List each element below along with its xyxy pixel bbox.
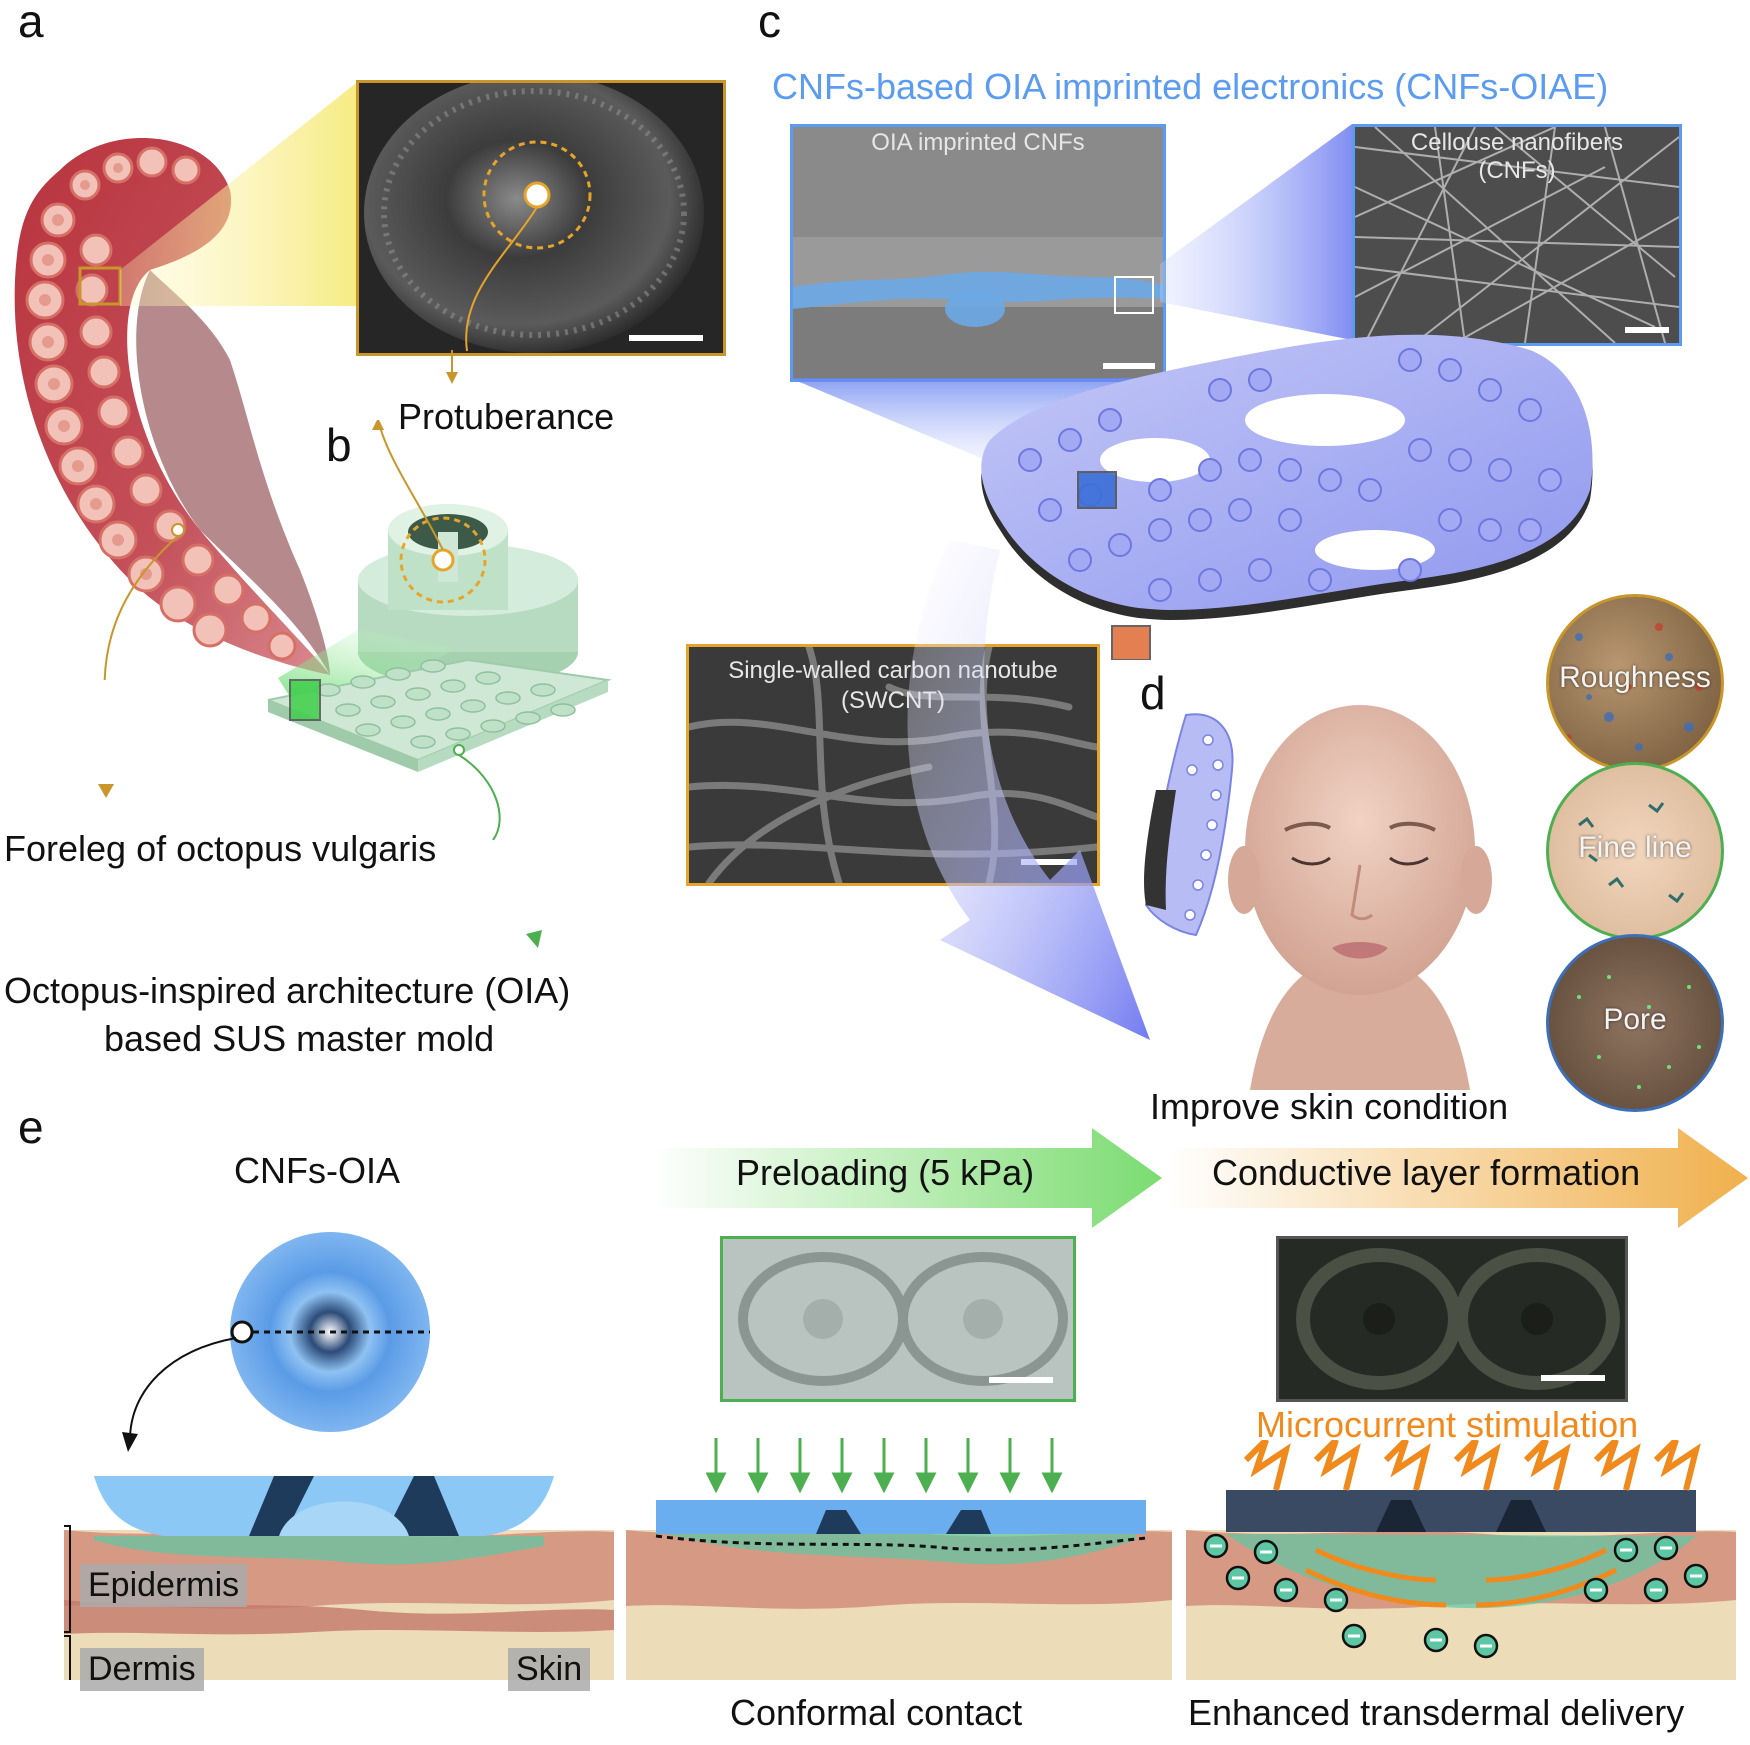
conductive-layer-label: Conductive layer formation: [1212, 1152, 1641, 1193]
improve-skin-caption: Improve skin condition: [1150, 1086, 1509, 1127]
oia-arrow: [526, 930, 542, 948]
scale-bar: [1021, 859, 1077, 865]
protuberance-label: Protuberance: [398, 396, 615, 437]
sem-inset-cnfs: Cellouse nanofibers (CNFs): [1352, 124, 1682, 346]
scale-bar: [1625, 327, 1669, 333]
cnfs-oia-title: CNFs-OIA: [234, 1150, 400, 1191]
scale-bar: [1103, 363, 1155, 369]
panel-letter-a: a: [18, 0, 44, 47]
sus-master-mold-illustration: [268, 420, 612, 840]
sem-inset-swcnt: Single-walled carbon nanotube (SWCNT): [686, 644, 1100, 886]
cnfs-oiae-sheet-illustration: [981, 334, 1593, 660]
cross-section-cnfs-oia: [64, 1476, 614, 1680]
scale-bar: [989, 1377, 1053, 1383]
foreleg-arrow: [98, 784, 114, 798]
dermis-label: Dermis: [80, 1648, 204, 1691]
conformal-contact-caption: Conformal contact: [730, 1692, 1023, 1733]
cross-section-transdermal: [1186, 1440, 1736, 1680]
cnfs-oiae-title: CNFs-based OIA imprinted electronics (CN…: [772, 66, 1609, 107]
oia-top-view: [122, 1232, 430, 1452]
face-patch-device: [1144, 713, 1234, 937]
foreleg-caption: Foreleg of octopus vulgaris: [4, 828, 437, 869]
panel-letter-b: b: [326, 419, 352, 471]
pressure-arrows: [706, 1438, 1063, 1494]
inset-title-swcnt-line1: Single-walled carbon nanotube: [728, 657, 1058, 684]
pore-inset: Pore: [1546, 934, 1724, 1112]
fine-line-inset: Fine line: [1546, 762, 1724, 940]
oia-caption-line1: Octopus-inspired architecture (OIA): [4, 970, 571, 1011]
pore-label: Pore: [1603, 1003, 1667, 1036]
skin-label: Skin: [508, 1648, 591, 1691]
face-illustration: [1228, 705, 1492, 1090]
inset-title-cnfs-line2: (CNFs): [1478, 157, 1556, 184]
panel-letter-c: c: [758, 0, 781, 47]
sem-inset-sucker: [356, 80, 726, 356]
sem-inset-oia-imprinted-cnfs: OIA imprinted CNFs: [790, 124, 1166, 382]
curved-arrow-to-face: [907, 540, 1150, 1040]
roughness-label: Roughness: [1559, 661, 1711, 694]
sem-inset-conductive: [1276, 1236, 1628, 1402]
panel-letter-e: e: [18, 1101, 44, 1153]
enhanced-delivery-caption: Enhanced transdermal delivery: [1188, 1692, 1685, 1733]
cross-section-conformal: [626, 1500, 1172, 1680]
conductive-layer-arrow: [1168, 1128, 1748, 1228]
zoom-beam-a: [120, 80, 360, 306]
oia-caption-line2: based SUS master mold: [104, 1018, 495, 1059]
preloading-label: Preloading (5 kPa): [736, 1152, 1035, 1193]
protuberance-arrow: [446, 350, 458, 384]
panel-letter-d: d: [1140, 667, 1166, 719]
octopus-tentacle-illustration: [14, 137, 330, 680]
roughness-inset: Roughness: [1546, 594, 1724, 772]
inset-title-oia-imprinted-cnfs: OIA imprinted CNFs: [871, 129, 1085, 156]
inset-title-cnfs-line1: Cellouse nanofibers: [1410, 129, 1624, 156]
scale-bar: [1541, 1375, 1605, 1381]
fine-line-label: Fine line: [1578, 831, 1692, 864]
microcurrent-label: Microcurrent stimulation: [1256, 1404, 1639, 1445]
epidermis-label: Epidermis: [80, 1564, 248, 1607]
scale-bar: [629, 335, 703, 341]
sem-inset-preloading: [720, 1236, 1076, 1402]
preloading-arrow: [652, 1128, 1162, 1228]
